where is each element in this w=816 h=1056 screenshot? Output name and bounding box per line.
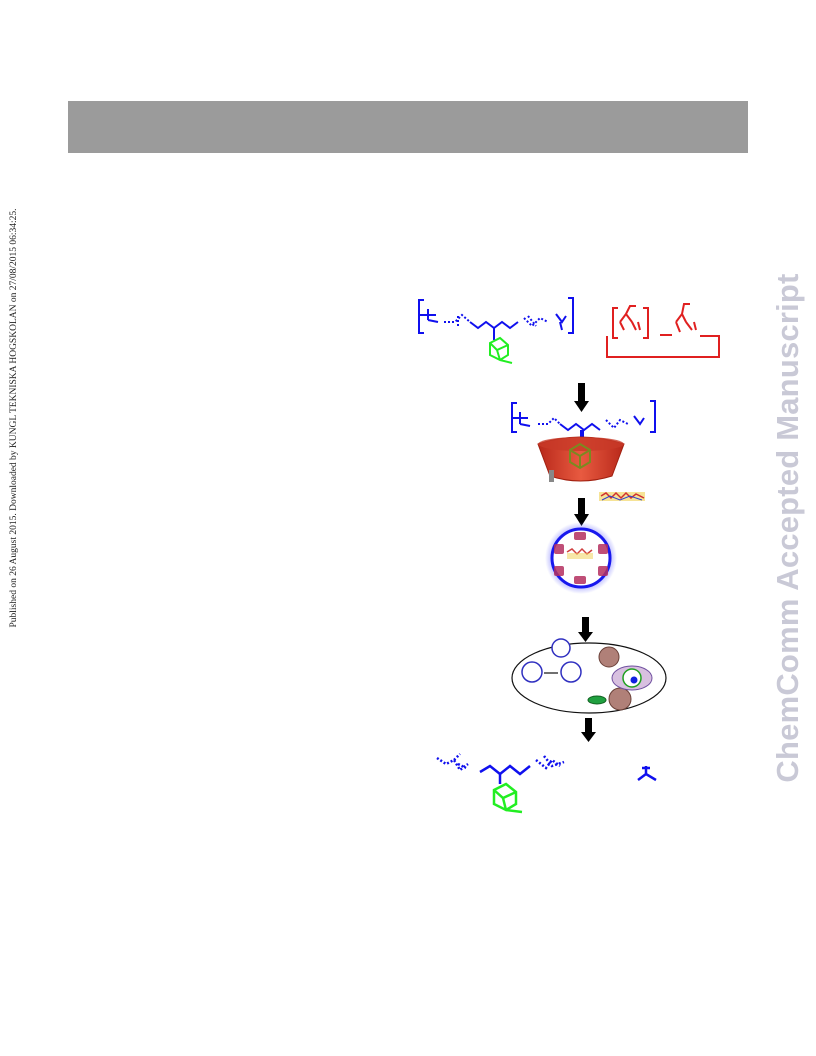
arrow-down-icon — [574, 383, 589, 412]
adamantane-icon — [492, 782, 523, 814]
small-fragment-icon — [637, 766, 657, 782]
cyclodextrin-polymer-structure — [606, 303, 720, 358]
adamantane-polymer-structure — [418, 297, 574, 340]
arrow-down-icon — [574, 498, 589, 526]
arrow-down-icon — [581, 718, 596, 742]
adamantane-icon — [489, 336, 513, 364]
released-polymer-structure — [436, 753, 565, 784]
arrow-down-icon — [578, 617, 593, 642]
cell-icon — [511, 638, 667, 714]
nanoparticle-icon — [545, 522, 617, 594]
adamantane-guest-icon — [569, 442, 591, 470]
drug-cargo-icon — [599, 491, 645, 501]
header-bar — [68, 101, 748, 153]
